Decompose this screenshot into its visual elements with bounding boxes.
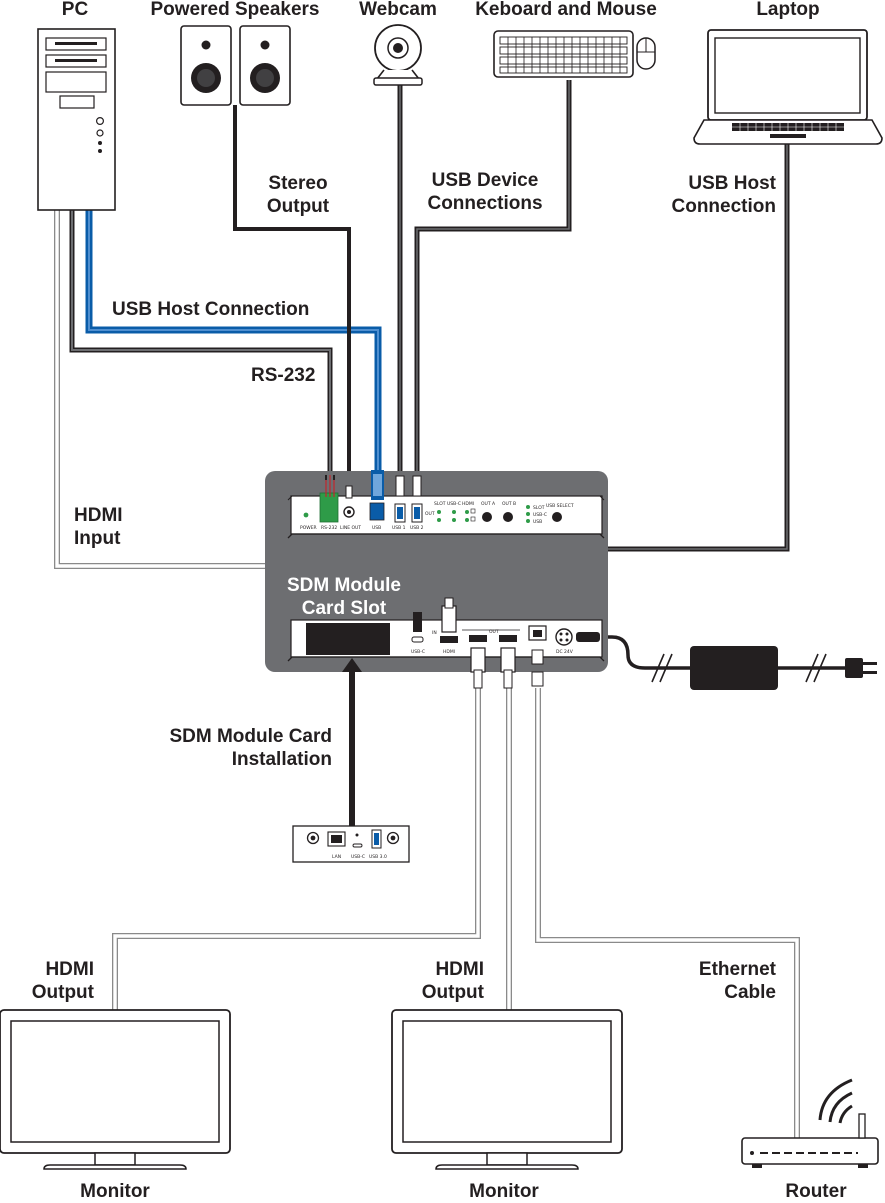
hdmi-input-line1: HDMI [74, 505, 123, 526]
card-slot-line2: Card Slot [301, 598, 387, 619]
label-usb1: USB 1 [392, 525, 406, 531]
hdmi-input-line2: Input [74, 528, 121, 549]
label-out: OUT [425, 511, 435, 517]
extender-unit [265, 470, 608, 689]
usb-select-button [552, 512, 562, 522]
top-rear-panel [290, 495, 603, 535]
label-line-out: LINE OUT [340, 525, 361, 531]
card-install-line1: SDM Module Card [169, 726, 332, 747]
hdmi-output-left-cable [112, 688, 481, 1010]
laptop-label: Laptop [756, 0, 820, 20]
dc-power-port [555, 628, 573, 646]
ethernet-line1: Ethernet [698, 959, 776, 980]
label-hdmi-top: HDMI [462, 501, 474, 507]
stereo-output-line2: Output [266, 196, 330, 217]
label-power: POWER [300, 525, 317, 531]
label-out-a: OUT A [481, 501, 496, 507]
usb-host-pc-cable [85, 210, 382, 472]
usb-device-line1: USB Device [431, 170, 539, 191]
router-label: Router [785, 1181, 847, 1202]
powered-speakers [180, 25, 291, 106]
usb-host-laptop-line1: USB Host [688, 173, 776, 194]
stereo-output-line1: Stereo [268, 173, 328, 194]
label-usbc-right: USB-C [533, 512, 547, 518]
usb-host-laptop-label: USB Host Connection [640, 172, 777, 218]
monitor-right-label: Monitor [469, 1181, 539, 1202]
rs232-terminal [319, 492, 339, 523]
ethernet-line2: Cable [724, 982, 776, 1003]
hdmi-out-b-port [499, 635, 517, 642]
hdmi-output-right-line1: HDMI [435, 959, 484, 980]
card-install-line2: Installation [231, 749, 332, 770]
power-led [303, 512, 309, 518]
label-rs232: RS-232 [321, 525, 337, 531]
monitor-left [0, 1009, 231, 1170]
sdm-module-card [292, 658, 410, 863]
usb-b-port [369, 502, 385, 521]
card-slot-label: SDM Module Card Slot [270, 574, 418, 620]
ethernet-label: Ethernet Cable [676, 958, 776, 1004]
hdmi-input-label: HDMI Input [74, 504, 123, 550]
usbc-port [411, 636, 424, 643]
hdmi-out-a-port [469, 635, 487, 642]
hdmi-output-right-line2: Output [421, 982, 484, 1003]
label-module-usb3: USB 3.0 [369, 854, 387, 860]
label-dc: DC 24V [556, 649, 574, 655]
label-out-bottom: OUT [489, 629, 499, 635]
speakers-label: Powered Speakers [150, 0, 320, 20]
pc-label: PC [61, 0, 89, 20]
module-usbc-port [352, 843, 363, 848]
label-module-lan: LAN [332, 854, 341, 860]
label-in: IN [432, 630, 437, 636]
hdmi-output-left-line1: HDMI [45, 959, 94, 980]
label-usb2: USB 2 [410, 525, 424, 531]
keyboard-cable [414, 80, 572, 480]
card-slot-opening [306, 623, 390, 655]
rs232-cable [69, 210, 333, 475]
hdmi-output-left-label: HDMI Output [10, 958, 94, 1004]
card-slot-line1: SDM Module [287, 575, 401, 596]
keyboard-mouse-label: Keboard and Mouse [475, 0, 657, 20]
stereo-output-label: Stereo Output [246, 172, 350, 218]
label-usbc-top: USB-C [447, 501, 461, 507]
monitor-left-label: Monitor [80, 1181, 150, 1202]
keyboard-and-mouse [493, 30, 656, 78]
pc-tower [37, 28, 116, 211]
hdmi-output-right-label: HDMI Output [400, 958, 484, 1004]
hdmi-in-port [440, 636, 458, 643]
label-usb: USB [372, 525, 381, 531]
usb-device-label: USB Device Connections [412, 169, 558, 215]
webcam [373, 24, 423, 86]
label-usb-right: USB [533, 519, 542, 525]
label-slot-right: SLOT [533, 505, 545, 511]
label-module-usbc: USB-C [351, 854, 365, 860]
out-a-button [482, 512, 492, 522]
label-slot: SLOT [434, 501, 446, 507]
webcam-label: Webcam [359, 0, 437, 20]
hdmi-output-left-line2: Output [31, 982, 94, 1003]
label-usb-select: USB SELECT [546, 503, 574, 509]
card-install-label: SDM Module Card Installation [140, 725, 332, 771]
usb-device-line2: Connections [427, 193, 543, 214]
power-adapter [651, 646, 877, 690]
out-b-button [503, 512, 513, 522]
rs232-label: RS-232 [251, 365, 316, 386]
label-hdmi-bottom: HDMI [443, 649, 455, 655]
usb-host-laptop-line2: Connection [671, 196, 777, 217]
label-usbc-bottom: USB-C [411, 649, 425, 655]
laptop [693, 29, 883, 145]
label-out-b: OUT B [502, 501, 516, 507]
usb-host-pc-label: USB Host Connection [112, 299, 310, 320]
monitor-right [391, 1009, 623, 1170]
ethernet-cable [535, 688, 800, 1138]
stereo-output-cable [233, 105, 351, 488]
router [741, 1078, 879, 1168]
